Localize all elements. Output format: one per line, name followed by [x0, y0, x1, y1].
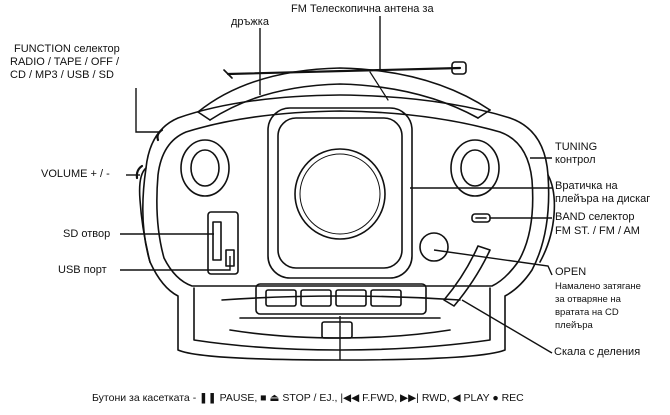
antenna [223, 61, 467, 101]
open-label-3: за отваряне на [555, 294, 621, 305]
handle-label: дръжка [231, 16, 269, 28]
function-selector-label-2: RADIO / TAPE / OFF / [10, 56, 119, 68]
tuning-scale [443, 245, 491, 307]
open-label-5: плейъра [555, 320, 593, 331]
antenna-label: FM Телескопична антена за [291, 3, 434, 15]
cassette-buttons-label: Бутони за касетката - ❚❚ PAUSE, ■ ⏏ STOP… [92, 392, 524, 404]
tuning-label-2: контрол [555, 154, 596, 166]
cassette-deck [255, 283, 427, 339]
open-label-1: OPEN [555, 266, 587, 278]
tuning-label-1: TUNING [555, 141, 598, 153]
open-label-4: вратата на CD [555, 307, 619, 318]
open-label-2: Намалено затягане [555, 281, 641, 292]
cd-door-label-1: Вратичка на [555, 180, 618, 192]
function-selector-label-1: FUNCTION селектор [14, 43, 120, 55]
volume-knob [135, 164, 144, 180]
band-selector [471, 213, 491, 223]
callout-lines [120, 16, 553, 360]
scale-label: Скала с деления [554, 346, 641, 358]
band-selector-label-1: BAND селектор [555, 211, 635, 223]
function-knob [156, 128, 164, 142]
volume-label: VOLUME + / - [41, 168, 110, 180]
cd-door [267, 107, 413, 279]
band-selector-label-2: FM ST. / FM / AM [555, 225, 640, 237]
cd-door-label-2: плейъра на дискаг [555, 193, 651, 205]
boombox-body [138, 94, 556, 361]
sd-slot-label: SD отвор [63, 228, 111, 240]
function-selector-label-3: CD / MP3 / USB / SD [10, 69, 114, 81]
sd-usb-panel [207, 211, 239, 275]
open-button [419, 232, 449, 262]
usb-port-label: USB порт [58, 264, 107, 276]
carry-handle [197, 67, 491, 121]
